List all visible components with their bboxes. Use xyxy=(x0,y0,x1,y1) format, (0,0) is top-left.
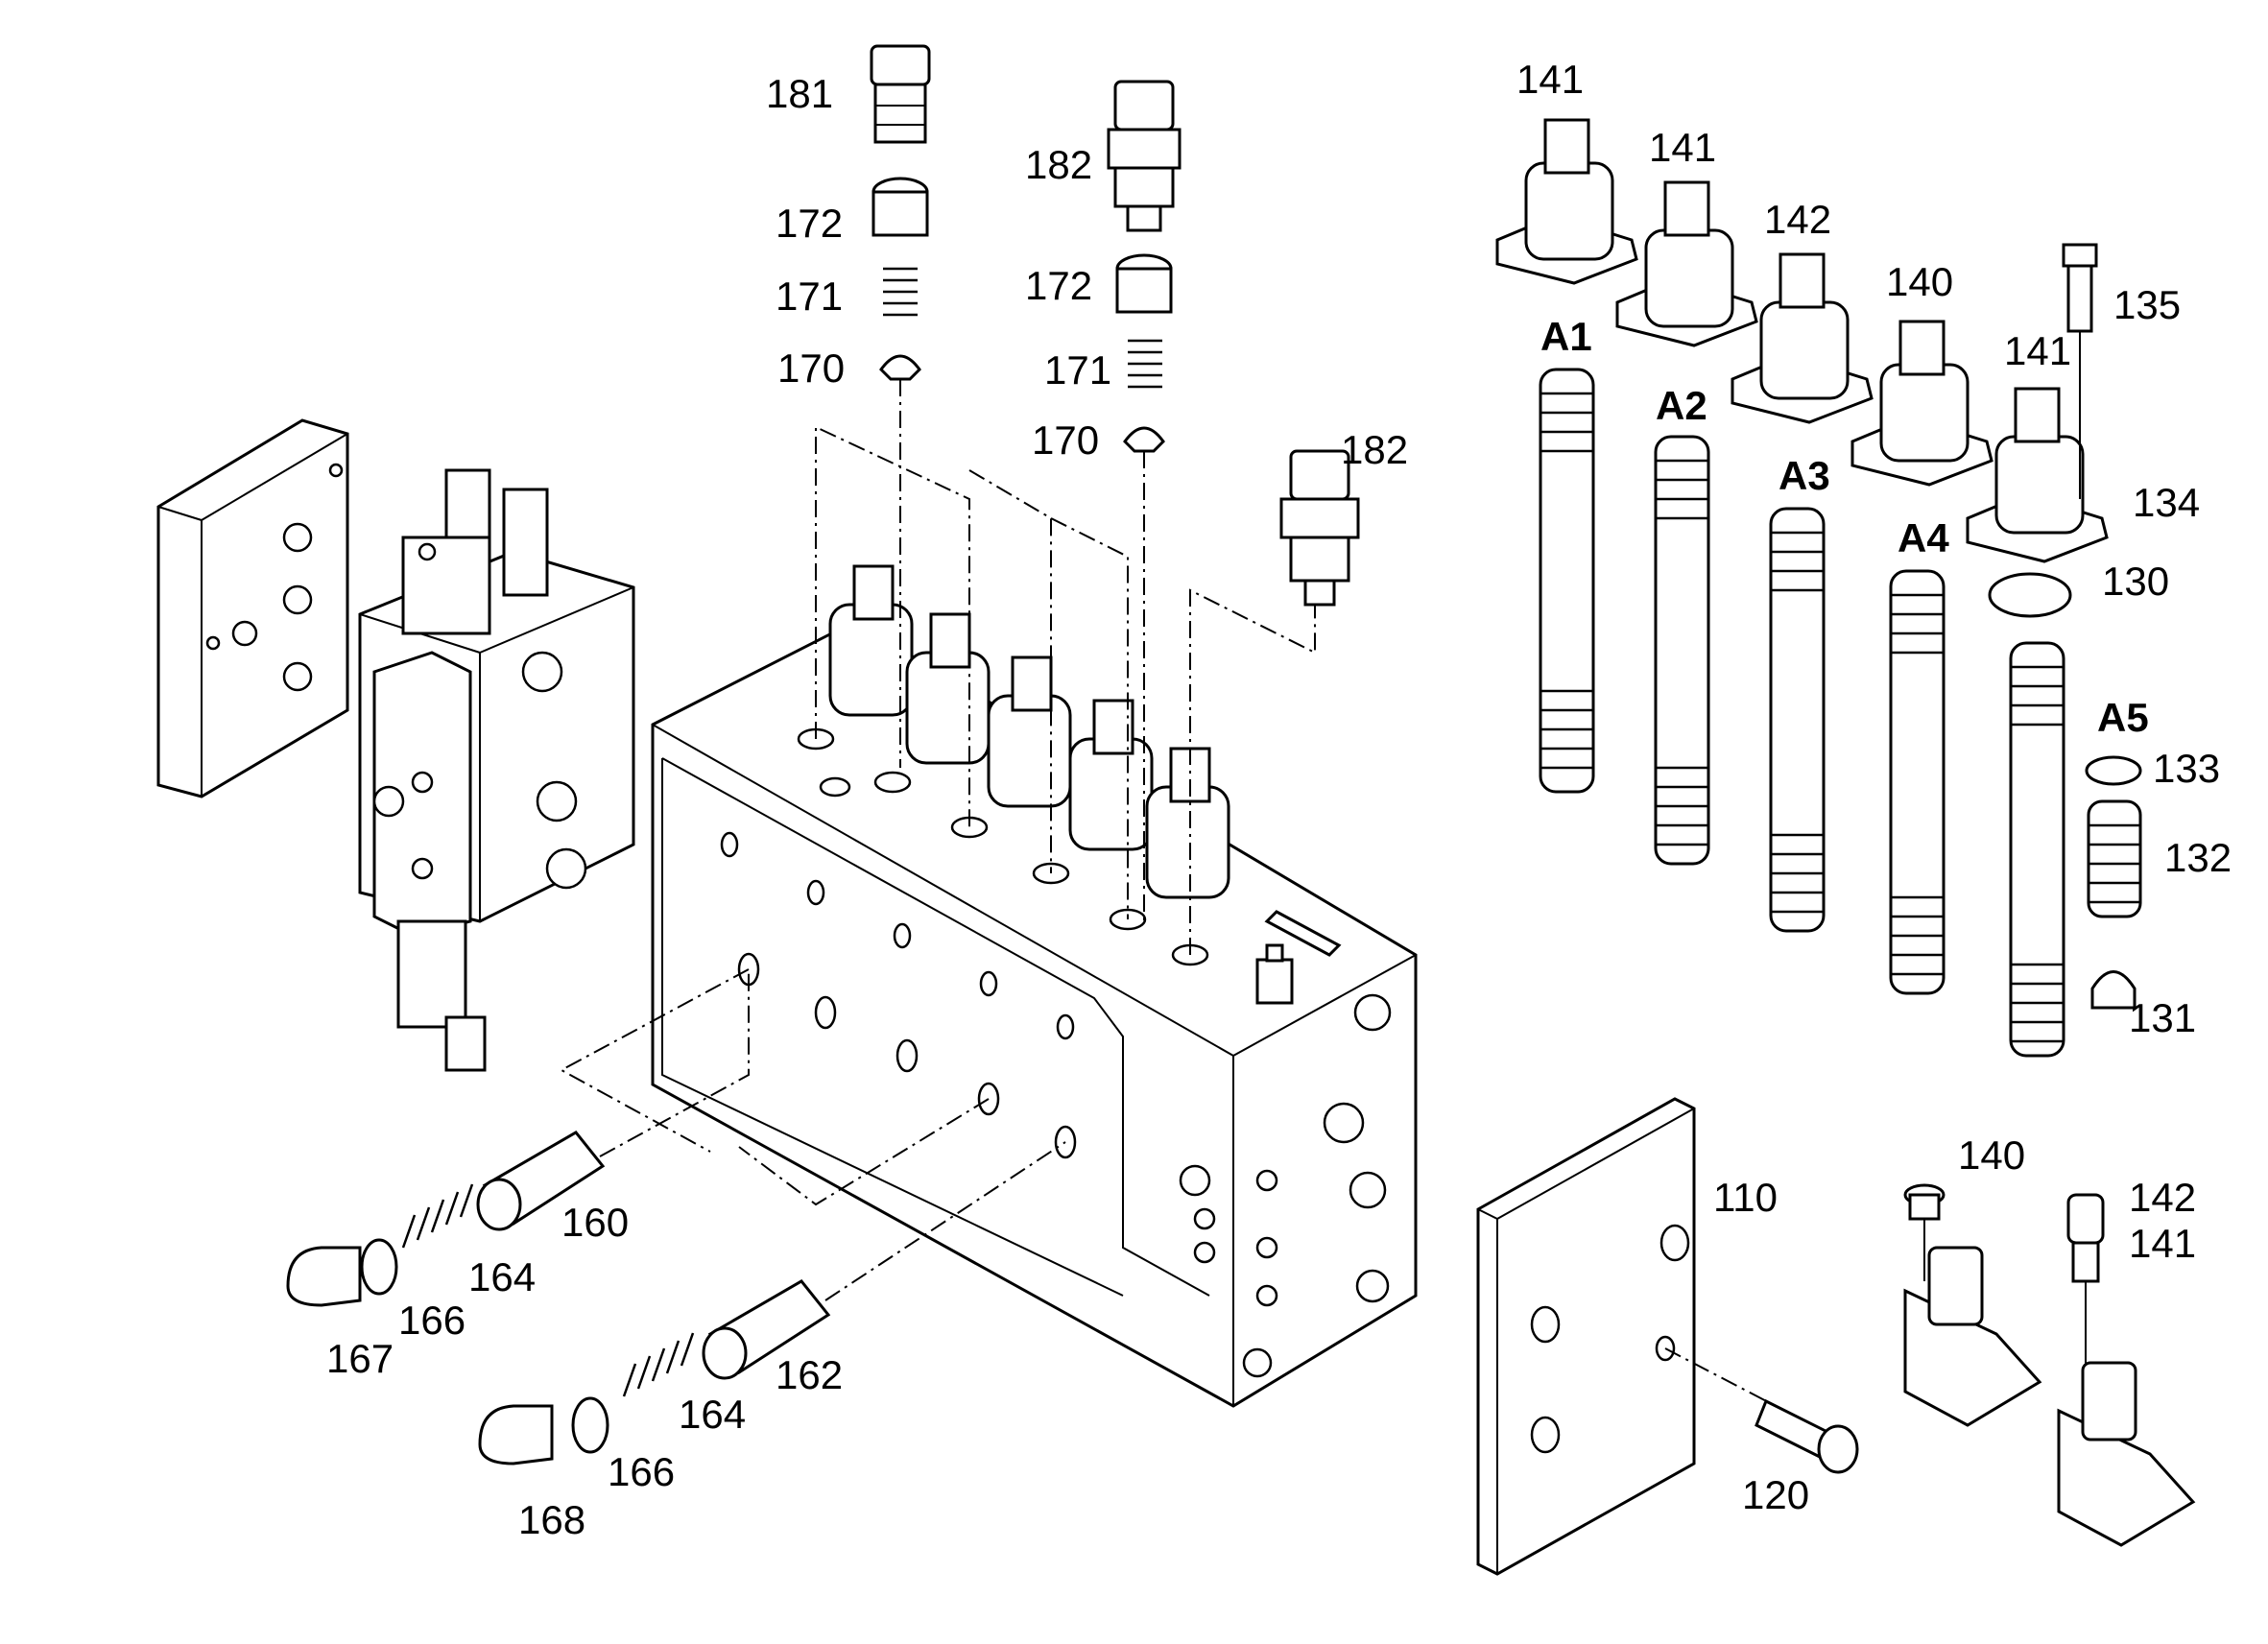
part-label: 167 xyxy=(326,1336,394,1381)
group-label-a3: A3 xyxy=(1779,453,1830,498)
group-label-a4: A4 xyxy=(1898,515,1949,560)
cartridge-182-right xyxy=(1279,449,1360,607)
part-label: 132 xyxy=(2164,835,2232,880)
part-label: 141 xyxy=(2129,1221,2196,1266)
part-label: 142 xyxy=(1764,197,1831,242)
part-label: 142 xyxy=(2129,1175,2196,1220)
part-label: 133 xyxy=(2153,746,2220,791)
spool-stacks xyxy=(1539,368,2142,1058)
part-label: 134 xyxy=(2133,480,2200,525)
part-number-labels: 181 182 172 171 170 172 171 170 182 160 … xyxy=(326,57,2232,1542)
part-label: 166 xyxy=(398,1298,466,1343)
part-label: 164 xyxy=(679,1392,746,1437)
group-labels: A1 A2 A3 A4 A5 xyxy=(1540,314,2149,740)
part-label: 160 xyxy=(561,1200,629,1245)
right-cover-plate xyxy=(1476,1097,1859,1576)
part-label: 168 xyxy=(518,1497,585,1542)
part-label: 110 xyxy=(1713,1175,1778,1220)
group-label-a5: A5 xyxy=(2097,695,2149,740)
part-label: 166 xyxy=(608,1449,675,1494)
part-label: 130 xyxy=(2102,559,2169,604)
part-label: 140 xyxy=(1886,259,1953,304)
part-label: 141 xyxy=(1649,125,1716,170)
part-label: 141 xyxy=(1516,57,1584,102)
part-label: 131 xyxy=(2129,995,2196,1040)
part-label: 170 xyxy=(777,345,845,391)
part-label: 141 xyxy=(2004,328,2071,373)
group-label-a1: A1 xyxy=(1540,314,1592,359)
lower-cartridge-160-set xyxy=(286,968,750,1307)
part-label: 172 xyxy=(1025,263,1092,308)
part-label: 120 xyxy=(1742,1472,1809,1517)
part-label: 181 xyxy=(766,71,833,116)
group-label-a2: A2 xyxy=(1656,383,1707,428)
part-label: 182 xyxy=(1025,142,1092,187)
left-cover-plate xyxy=(156,418,349,798)
part-label: 182 xyxy=(1341,427,1408,472)
part-label: 172 xyxy=(776,201,843,246)
top-cartridge-column-1 xyxy=(870,44,931,381)
top-cartridge-column-2 xyxy=(1107,80,1182,453)
part-label: 162 xyxy=(776,1352,843,1397)
part-label: 140 xyxy=(1958,1132,2025,1178)
manifold-solenoids xyxy=(828,564,1230,899)
part-label: 171 xyxy=(1044,347,1111,393)
part-label: 170 xyxy=(1032,417,1099,463)
lower-cartridge-162-set xyxy=(478,1098,1066,1465)
solenoid-row xyxy=(1495,118,2109,618)
part-label: 171 xyxy=(776,274,843,319)
alignment-lines-top xyxy=(815,379,1316,955)
lower-right-solenoids xyxy=(1903,1183,2196,1547)
part-label: 135 xyxy=(2113,282,2181,327)
part-label: 164 xyxy=(468,1254,536,1299)
side-valve-block xyxy=(358,468,635,1072)
